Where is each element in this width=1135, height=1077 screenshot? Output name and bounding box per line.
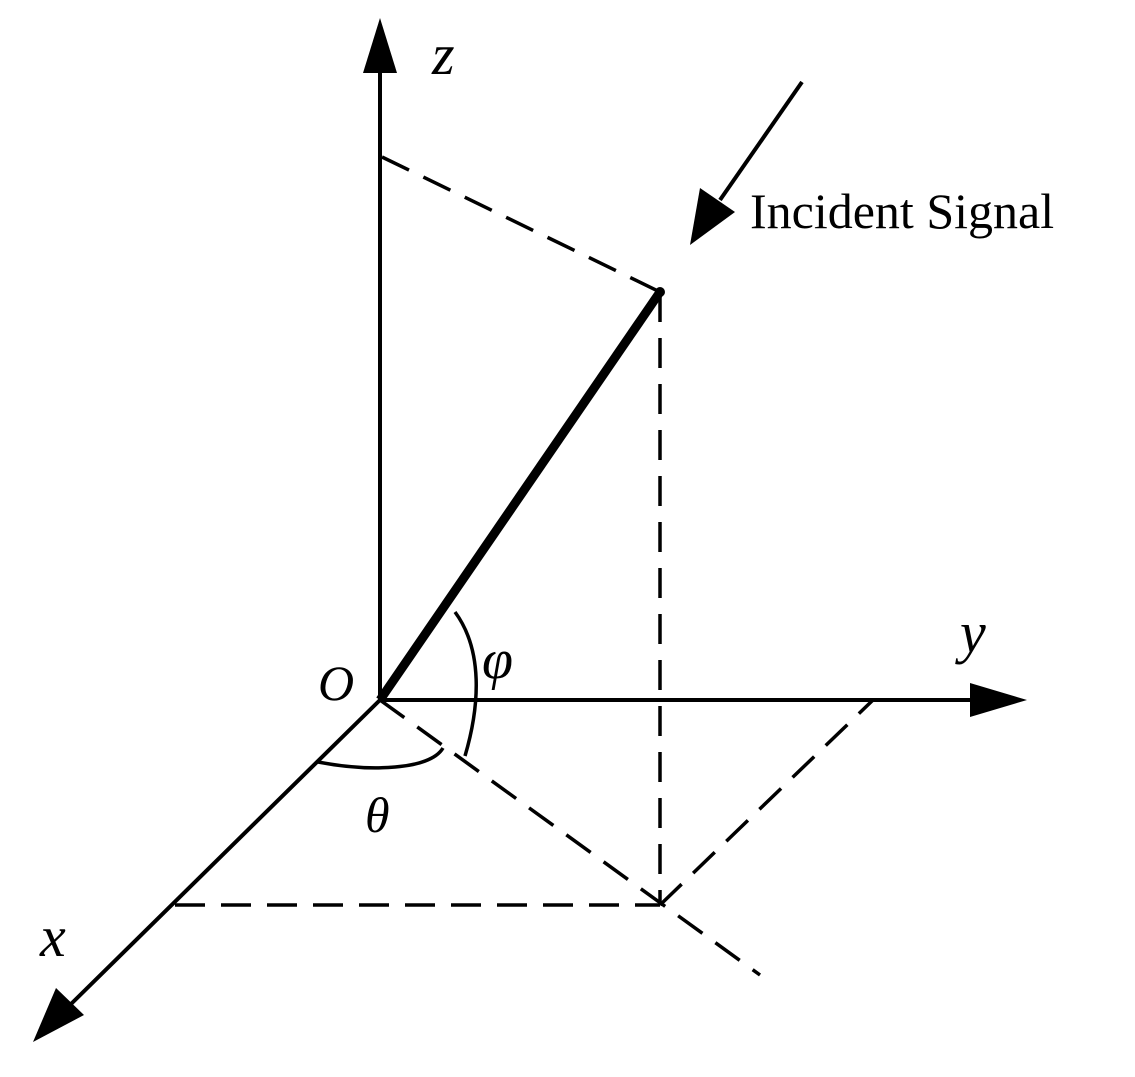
- z-axis-label: z: [431, 22, 455, 87]
- origin-label: O: [318, 655, 354, 711]
- projection-lines: [175, 155, 875, 977]
- incident-signal-arrowhead: [690, 188, 735, 245]
- y-projection-dashed: [658, 698, 875, 907]
- incident-signal-label: Incident Signal: [750, 183, 1054, 239]
- azimuth-angle-arc: [317, 746, 445, 770]
- x-axis-label: x: [39, 904, 66, 969]
- y-axis-label: y: [955, 600, 986, 665]
- z-projection-dashed: [381, 155, 661, 294]
- signal-point: [655, 287, 665, 297]
- x-axis-line: [68, 698, 382, 1007]
- signal-vector: [376, 289, 664, 703]
- x-axis-arrowhead: [33, 988, 84, 1042]
- z-axis-arrowhead: [363, 18, 397, 73]
- axes: [33, 18, 1027, 1042]
- elevation-angle-label: φ: [482, 629, 513, 691]
- y-axis-arrowhead: [970, 683, 1027, 717]
- azimuth-angle-label: θ: [365, 787, 390, 843]
- elevation-angle-arc: [453, 610, 478, 757]
- incident-signal-arrow-line: [718, 80, 804, 202]
- ground-projection-dashed: [378, 698, 762, 977]
